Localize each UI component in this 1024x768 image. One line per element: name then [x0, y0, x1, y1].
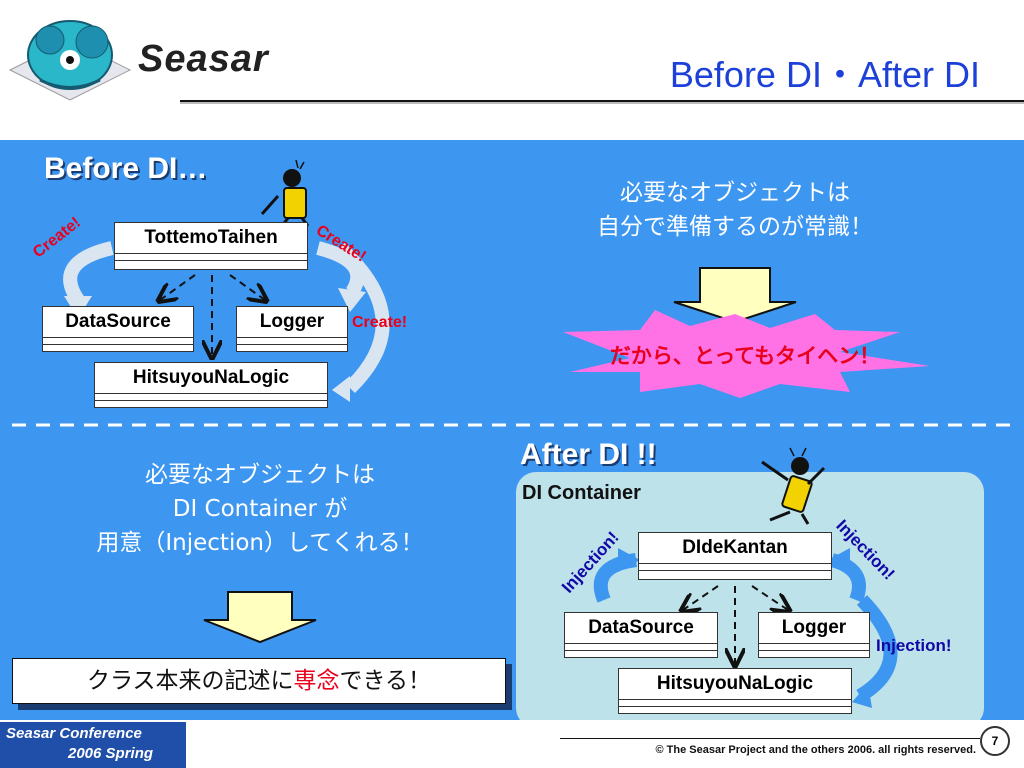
down-arrow-after — [203, 591, 317, 644]
di-container-box — [516, 472, 984, 728]
class-name: DIdeKantan — [639, 533, 831, 564]
happy-person-icon — [761, 447, 826, 525]
uml-class-datasource: DataSource — [42, 306, 194, 352]
uml-class-logger: Logger — [236, 306, 348, 352]
uml-class-datasource-after: DataSource — [564, 612, 718, 658]
logo-text: Seasar — [138, 38, 269, 80]
slide-header: Seasar Before DI・After DI — [0, 0, 1024, 140]
di-container-label: DI Container — [522, 482, 641, 504]
burst-shape — [563, 310, 930, 398]
uml-class-hitsuyounalogic: HitsuyouNaLogic — [94, 362, 328, 408]
page-number: 7 — [980, 726, 1010, 756]
uml-class-tottemotaihen: TottemoTaihen — [114, 222, 308, 270]
conclusion-post: できる！ — [339, 668, 432, 694]
conclusion-pre: クラス本来の記述に — [86, 668, 294, 694]
uml-class-dideKantan: DIdeKantan — [638, 532, 832, 580]
before-di-title: Before DI… — [44, 152, 208, 185]
conclusion-box: クラス本来の記述に専念できる！ — [12, 658, 506, 704]
slide-title: Before DI・After DI — [669, 54, 980, 95]
header-rule — [180, 100, 1024, 102]
header-rule-shadow — [180, 102, 1024, 104]
copyright-text: © The Seasar Project and the others 2006… — [655, 744, 976, 756]
class-name: HitsuyouNaLogic — [619, 669, 851, 700]
class-name: DataSource — [43, 307, 193, 338]
class-name: DataSource — [565, 613, 717, 644]
footer-rule — [560, 738, 980, 739]
footer-band — [0, 722, 186, 768]
uml-class-hitsuyounalogic-after: HitsuyouNaLogic — [618, 668, 852, 714]
worried-person-icon — [260, 159, 310, 227]
class-name: TottemoTaihen — [115, 223, 307, 254]
conclusion-emphasis: 専念 — [293, 668, 340, 694]
burst-text: だから、とってもタイヘン！ — [609, 344, 881, 368]
uml-class-logger-after: Logger — [758, 612, 870, 658]
shisa-logo-icon — [8, 20, 132, 101]
conference-name: Seasar Conference 2006 Spring — [6, 725, 154, 762]
create-label-bottom: Create! — [352, 314, 408, 331]
after-explanation: 必要なオブジェクトは DI Container が 用意（Injection）し… — [96, 462, 424, 556]
class-name: Logger — [237, 307, 347, 338]
after-di-title: After DI !! — [520, 438, 657, 471]
injection-label-bottom: Injection! — [876, 636, 952, 655]
class-name: Logger — [759, 613, 869, 644]
before-explanation: 必要なオブジェクトは 自分で準備するのが常識！ — [597, 180, 873, 240]
down-arrow-before — [673, 267, 797, 324]
create-arrow-left — [63, 241, 114, 304]
class-name: HitsuyouNaLogic — [95, 363, 327, 394]
create-arrow-bottom — [335, 242, 390, 394]
